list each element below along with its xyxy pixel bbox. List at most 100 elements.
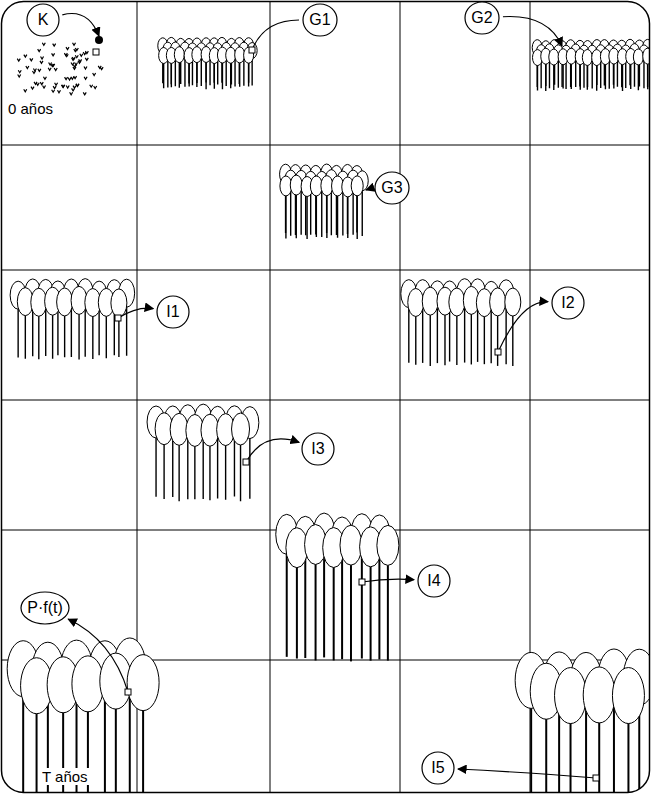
leader-line <box>458 769 596 778</box>
seedling <box>85 58 88 61</box>
seedling <box>73 65 76 68</box>
tree-trunk <box>52 308 53 359</box>
sample-plot <box>93 49 99 55</box>
leader-line <box>362 579 414 582</box>
tree-stand <box>147 404 259 501</box>
tree-trunk <box>497 309 498 366</box>
seedling <box>52 53 55 56</box>
tree-trunk <box>341 547 343 659</box>
circle-shape <box>303 4 337 36</box>
tree-trunk <box>155 430 156 497</box>
seedling <box>93 73 96 76</box>
seedling <box>73 43 76 46</box>
tree-stand <box>276 513 399 661</box>
tree-crown <box>490 288 506 316</box>
seedling <box>43 86 46 89</box>
seedling <box>31 87 34 90</box>
tree-trunk <box>356 191 357 239</box>
leader-line <box>246 439 299 462</box>
leader-line <box>503 17 562 46</box>
seedling <box>68 77 71 80</box>
tree-crown <box>408 288 424 316</box>
tree-trunk <box>337 191 338 238</box>
sample-plant <box>95 36 103 44</box>
tree-crown <box>449 288 465 316</box>
seedling <box>62 85 65 88</box>
seedling <box>65 77 68 80</box>
sample-plot <box>593 775 599 781</box>
tree-trunk <box>78 307 79 359</box>
seedling <box>43 77 46 80</box>
sample-plot <box>249 47 255 53</box>
grid-line <box>2 400 650 401</box>
tree-stand <box>158 37 257 89</box>
seedling <box>33 68 36 71</box>
tree-crown <box>192 47 202 63</box>
tree-stand <box>7 638 159 793</box>
tree-stand <box>515 649 649 793</box>
circle-shape <box>27 4 59 36</box>
seedling <box>40 82 43 85</box>
label-circle: K <box>26 3 60 37</box>
seedling <box>74 49 77 52</box>
tree-crown <box>57 288 73 316</box>
tree-stand <box>10 279 134 360</box>
callout-letter: I4 <box>427 572 440 590</box>
tree-trunk <box>370 557 372 661</box>
seedling <box>72 57 75 60</box>
circle-shape <box>302 433 334 465</box>
label-circle: G2 <box>464 1 500 35</box>
sample-plot <box>359 579 365 585</box>
tree-crown <box>583 667 615 723</box>
seedling <box>18 70 21 73</box>
age-label: T años <box>40 768 90 785</box>
seedlings <box>17 36 103 95</box>
tree-crown <box>582 49 592 65</box>
tree-trunk <box>194 438 195 499</box>
seedling <box>73 86 76 89</box>
tree-crown <box>643 48 650 64</box>
tree-trunk <box>316 191 317 237</box>
seedling <box>62 85 65 88</box>
seedling <box>52 64 55 67</box>
seedling <box>54 68 57 71</box>
seedling <box>55 83 58 86</box>
seedling <box>83 92 86 95</box>
tree-trunk <box>225 438 226 500</box>
seedling <box>53 44 56 47</box>
callout-letter: I1 <box>166 303 179 321</box>
tree-trunk <box>296 558 298 659</box>
tree-crown <box>633 49 643 65</box>
circle-shape <box>375 172 409 204</box>
label-circle: I3 <box>301 432 335 466</box>
label-circle: I2 <box>551 286 585 320</box>
tree-trunk <box>471 307 472 364</box>
tree-crown <box>127 655 159 711</box>
seedling <box>90 85 93 88</box>
circle-shape <box>465 2 499 34</box>
leader-line <box>498 302 548 352</box>
seedling <box>70 92 73 95</box>
seedling <box>38 49 41 52</box>
tree-stand <box>401 279 521 366</box>
sample-plot <box>125 689 131 695</box>
tree-trunk <box>209 438 210 500</box>
tree-trunk <box>437 302 438 363</box>
leader-line <box>62 14 99 36</box>
tree-trunk <box>378 545 380 660</box>
tree-trunk <box>350 555 352 661</box>
tree-trunk <box>296 190 297 238</box>
sample-plot <box>115 315 121 321</box>
seedling <box>41 57 44 60</box>
callout-letter: I3 <box>311 440 324 458</box>
circle-shape <box>157 296 189 328</box>
circle-shape <box>422 752 454 784</box>
label-circle: I5 <box>421 751 455 785</box>
tree-trunk <box>321 186 322 237</box>
grid-line <box>270 2 271 793</box>
seedling <box>24 55 27 58</box>
seedling <box>51 64 54 67</box>
